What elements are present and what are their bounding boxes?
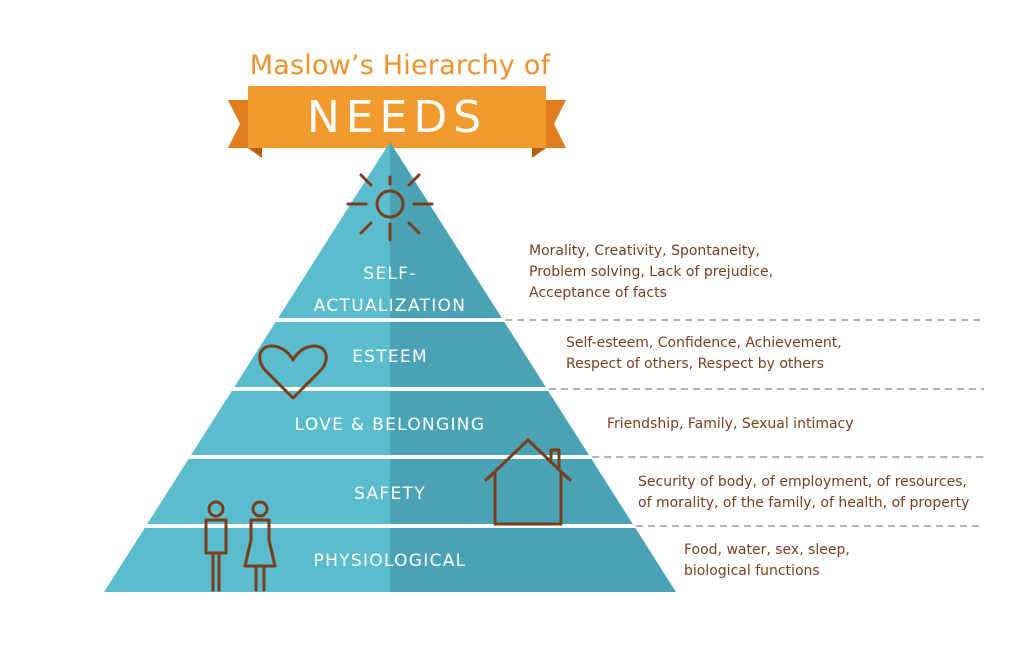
man-body-icon — [204, 518, 228, 555]
description-line: Problem solving, Lack of prejudice, — [529, 264, 774, 280]
description-line: Acceptance of facts — [529, 285, 667, 301]
level-label-line: SAFETY — [354, 484, 426, 504]
sun-icon — [346, 173, 434, 242]
tier-love-belonging — [191, 391, 589, 455]
banner-fold-left — [248, 148, 262, 158]
tier-esteem-left-face — [234, 322, 390, 387]
house-icon — [483, 438, 573, 526]
description-love-belonging: Friendship, Family, Sexual intimacy — [607, 414, 854, 435]
heart-icon — [258, 344, 328, 400]
banner-ribbon — [228, 86, 566, 158]
tier-safety-right-face — [390, 459, 633, 524]
description-physiological: Food, water, sex, sleep, biological func… — [684, 540, 850, 582]
woman-head-icon — [251, 500, 269, 518]
level-label-self-actualization: SELF- ACTUALIZATION — [290, 262, 490, 318]
level-label-line: ACTUALIZATION — [313, 296, 467, 316]
level-label-physiological: PHYSIOLOGICAL — [260, 549, 520, 573]
description-esteem: Self-esteem, Confidence, Achievement, Re… — [566, 333, 842, 375]
tier-self-actualization — [278, 142, 502, 318]
banner-fold-right — [532, 148, 546, 158]
description-safety: Security of body, of employment, of reso… — [638, 472, 969, 514]
divider-lines — [505, 319, 984, 527]
description-self-actualization: Morality, Creativity, Spontaneity, Probl… — [529, 241, 773, 304]
people-icon — [204, 500, 277, 592]
level-label-line: SELF- — [363, 264, 417, 284]
tier-esteem — [234, 322, 546, 387]
description-line: Morality, Creativity, Spontaneity, — [529, 243, 760, 259]
description-line: biological functions — [684, 563, 820, 579]
description-line: Security of body, of employment, of reso… — [638, 474, 967, 490]
description-line: of morality, of the family, of health, o… — [638, 495, 970, 511]
tier-esteem-right-face — [390, 322, 546, 387]
level-label-line: PHYSIOLOGICAL — [313, 551, 467, 571]
banner-title: NEEDS — [306, 92, 488, 143]
man-head-icon — [207, 500, 225, 518]
level-label-line: ESTEEM — [352, 347, 428, 367]
tier-self-actualization-right-face — [390, 142, 502, 318]
description-line: Respect of others, Respect by others — [566, 356, 824, 372]
tier-self-actualization-left-face — [278, 142, 390, 318]
level-label-love-belonging: LOVE & BELONGING — [260, 413, 520, 437]
level-label-safety: SAFETY — [290, 482, 490, 506]
level-label-esteem: ESTEEM — [290, 345, 490, 369]
banner-main — [248, 86, 546, 148]
diagram-title: Maslow’s Hierarchy of — [249, 50, 551, 81]
description-line: Self-esteem, Confidence, Achievement, — [566, 335, 842, 351]
tier-love-belonging-left-face — [191, 391, 390, 455]
tier-love-belonging-right-face — [390, 391, 589, 455]
description-line: Food, water, sex, sleep, — [684, 542, 850, 558]
level-label-line: LOVE & BELONGING — [294, 415, 486, 435]
woman-body-icon — [243, 518, 277, 568]
description-line: Friendship, Family, Sexual intimacy — [607, 416, 854, 432]
tier-physiological-right-face — [390, 528, 676, 592]
